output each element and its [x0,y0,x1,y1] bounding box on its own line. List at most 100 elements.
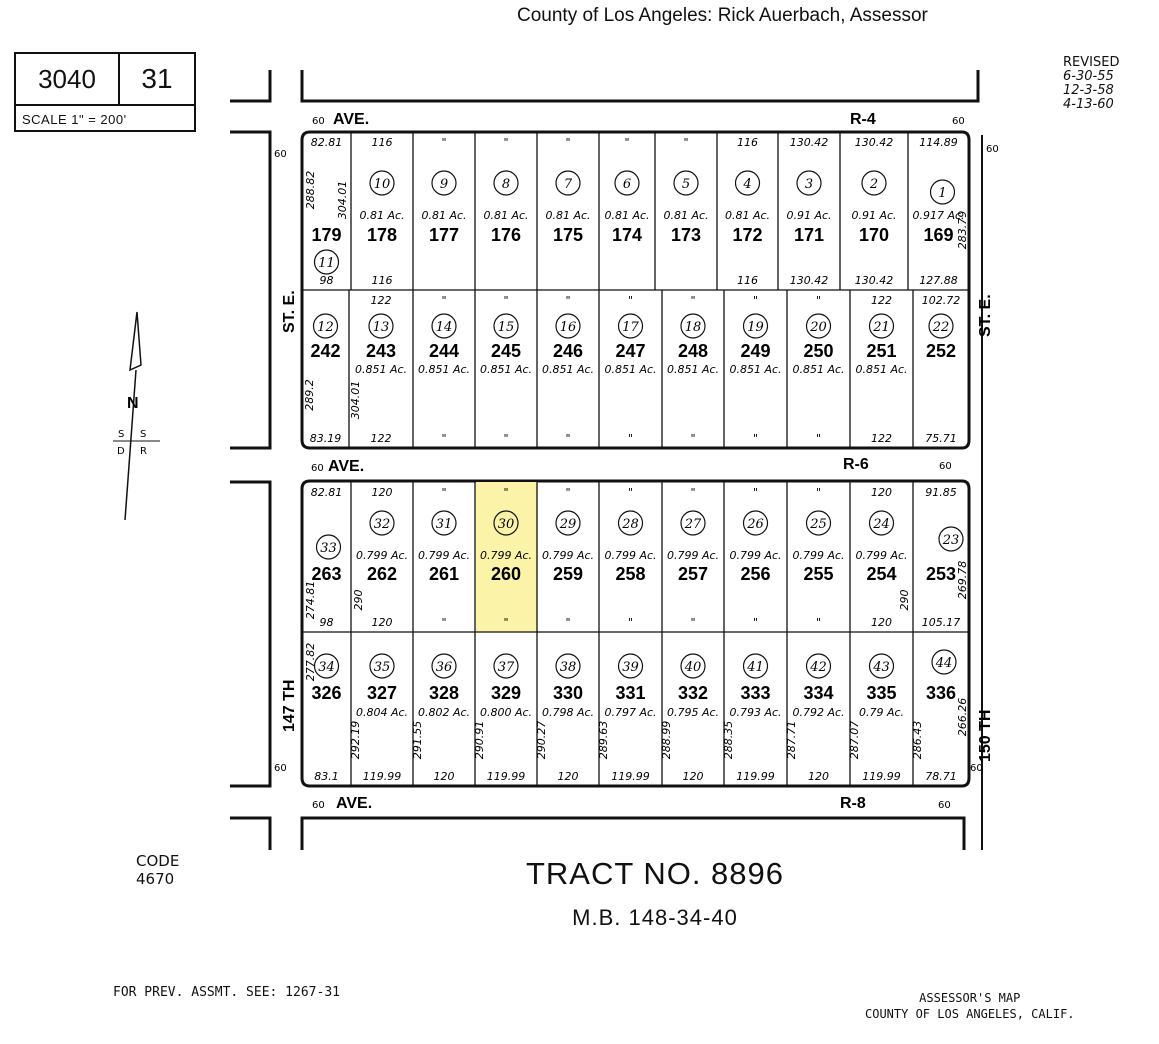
street-width: 60 [939,461,952,472]
dimension-label: " [503,136,508,149]
dimension-label: 122 [871,432,892,445]
lot-number-circle: 25 [809,517,827,532]
lot-circle [312,313,339,339]
lot-circle [431,170,457,196]
parcel-number: 256 [740,564,770,584]
lot-circle [868,313,895,339]
street-labels: AVE. R-4 AVE. R-6 AVE. R-8 ST. E. ST. E.… [274,111,999,812]
lot-circle [617,313,644,339]
lot-circle [555,510,581,536]
lot-number-circle: 26 [746,517,764,532]
dimension-label: 91.85 [925,486,957,499]
dimension-label: 105.17 [922,616,961,629]
parcel-number: 173 [671,225,701,245]
parcel-number: 249 [740,341,770,361]
street-width: 60 [274,149,287,160]
dimension-label: 83.1 [314,770,339,783]
parcel-number: 245 [491,341,521,361]
side-dimension: 290 [352,590,365,611]
dimension-label: 119.99 [862,770,901,783]
lot-number-circle: 27 [684,517,702,532]
acreage-label: 0.799 Ac. [604,549,656,562]
dimension-label: 130.42 [855,274,894,287]
dimension-label: " [753,486,758,499]
parcel-number: 328 [429,683,459,703]
dimension-label: " [683,136,688,149]
parcel-number: 261 [429,564,459,584]
road-edge [230,480,272,788]
footer-block: ASSESSOR'S MAP COUNTY OF LOS ANGELES, CA… [865,990,1075,1022]
lot-number-circle: 17 [622,320,639,335]
map-id-box: 3040 31 SCALE 1" = 200' [14,52,196,132]
map-scale: SCALE 1" = 200' [22,112,127,127]
dimension-label: 116 [372,136,393,149]
lot-number-circle: 8 [502,177,510,192]
north-arrow: N S S D R [113,311,160,521]
parcel-number: 329 [491,683,521,703]
parcel-number: 246 [553,341,583,361]
lot-circle [617,653,644,679]
code-value: 4670 [136,870,175,888]
lot-number-circle: 23 [942,533,960,548]
revised-date: 6-30-55 [1063,69,1114,84]
parcel-number: 178 [367,225,397,245]
code-label: CODE [136,852,180,870]
road-edge [300,70,980,103]
lot-circle [742,653,769,679]
dimension-label: 120 [683,770,704,783]
lot-number-circle: 10 [374,177,391,192]
acreage-label: 0.799 Ac. [356,549,408,562]
lot-number-circle: 41 [746,660,764,675]
map-page-number: 31 [120,54,194,106]
dimension-label: 120 [372,616,393,629]
parcel-number: 172 [732,225,762,245]
lot-number-circle: 4 [742,177,751,192]
dimension-label: 78.71 [925,770,957,783]
lot-circle [431,313,457,339]
map-header-title: County of Los Angeles: Rick Auerbach, As… [517,5,928,26]
parcel-number: 248 [678,341,708,361]
dimension-label: " [441,432,446,445]
parcel-number: 253 [926,564,956,584]
acreage-label: 0.851 Ac. [542,363,594,376]
dimension-label: 116 [737,274,758,287]
side-dimension: 274.81 [304,581,317,620]
dimension-label: " [441,616,446,629]
section-letter: R [140,446,147,457]
map-book-number: 3040 [16,54,120,106]
lot-circle [555,170,581,196]
street-st-e-right: ST. E. [977,294,994,337]
lot-number-circle: 11 [318,256,335,271]
lot-circle [805,653,832,679]
acreage-label: 0.917 Ac. [912,209,964,222]
lot-number-circle: 3 [805,177,813,192]
acreage-label: 0.800 Ac. [480,706,532,719]
lot-number-circle: 7 [564,177,573,192]
parcel-number: 251 [866,341,896,361]
dimension-label: " [441,136,446,149]
revised-date: 12-3-58 [1063,83,1114,98]
street-width: 60 [312,800,325,811]
lot-number-circle: 21 [872,320,890,335]
dimension-label: " [816,432,821,445]
lot-number-circle: 38 [560,660,577,675]
lot-number-circle: 9 [440,177,448,192]
tract-name: TRACT NO. 8896 [525,856,785,891]
lot-circle [938,526,964,552]
revised-label: REVISED [1063,55,1120,70]
dimension-label: 83.19 [310,432,342,445]
lot-number-circle: 42 [809,660,827,675]
lot-circle [928,313,954,339]
section-letter: S [118,429,124,440]
dimension-label: 119.99 [487,770,526,783]
lot-circle [369,510,395,536]
parcel-number: 250 [803,341,833,361]
lot-circle [861,170,887,196]
dimension-label: 98 [320,616,334,629]
section-letter: D [117,446,125,457]
dimension-label: 120 [558,770,579,783]
acreage-label: 0.799 Ac. [542,549,594,562]
dimension-label: " [503,616,508,629]
dimension-label: 120 [372,486,393,499]
side-dimension: 292.19 [349,721,362,760]
